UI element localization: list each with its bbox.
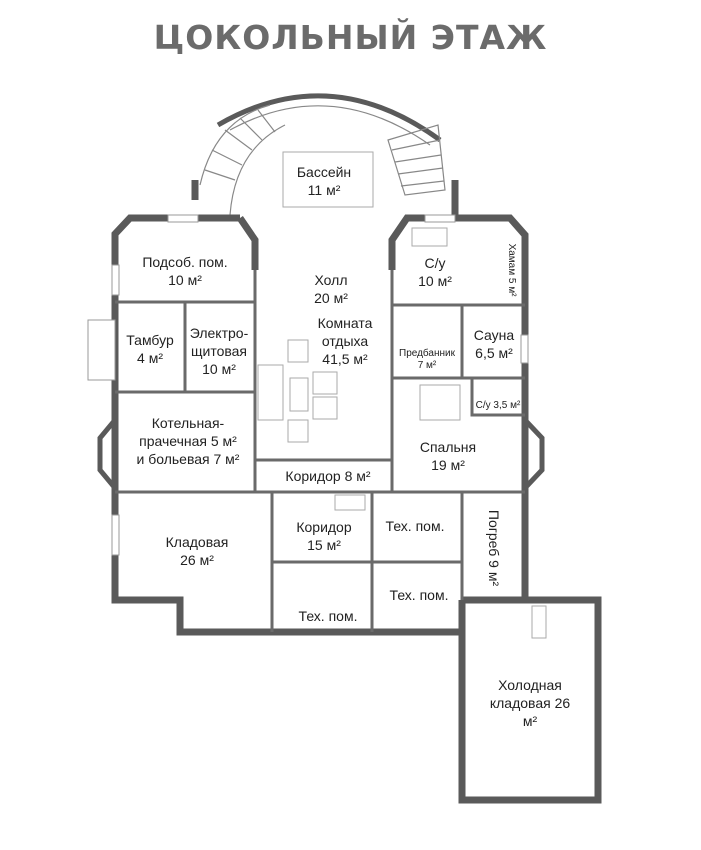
room-sauna: Сауна bbox=[474, 327, 515, 343]
room-cold-storage-line3: м² bbox=[523, 713, 538, 729]
room-corridor-15-area: 15 м² bbox=[307, 537, 341, 553]
room-hammam: Хамам 5 м² bbox=[506, 244, 517, 298]
room-anteroom: Предбанник bbox=[399, 347, 456, 359]
room-cellar: Погреб 9 м² bbox=[486, 510, 502, 587]
room-sauna-area: 6,5 м² bbox=[475, 345, 513, 361]
room-vestibule: Тамбур bbox=[126, 332, 174, 348]
room-electrical-area: 10 м² bbox=[202, 361, 236, 377]
room-pool-area: 11 м² bbox=[308, 182, 341, 198]
room-electrical: Электро- bbox=[190, 325, 249, 341]
room-hall: Холл bbox=[315, 272, 348, 288]
room-storage-area: 26 м² bbox=[180, 552, 214, 568]
room-bedroom-area: 19 м² bbox=[431, 457, 465, 473]
outer-walls bbox=[87, 214, 602, 804]
room-tech-3: Тех. пом. bbox=[390, 587, 449, 603]
interior-walls bbox=[115, 270, 525, 632]
room-anteroom-area: 7 м² bbox=[418, 360, 437, 371]
room-hall-area: 20 м² bbox=[314, 290, 348, 306]
pool-area bbox=[191, 93, 459, 215]
staircase-right bbox=[387, 124, 446, 196]
furniture bbox=[257, 227, 547, 639]
floor-title: ЦОКОЛЬНЫЙ ЭТАЖ bbox=[153, 18, 548, 57]
room-vestibule-area: 4 м² bbox=[137, 350, 163, 366]
room-bedroom: Спальня bbox=[420, 439, 476, 455]
room-tech-1: Тех. пом. bbox=[386, 518, 445, 534]
room-boiler: Котельная- bbox=[152, 415, 225, 431]
room-wc-small: С/у 3,5 м² bbox=[476, 400, 521, 411]
room-wc-area: 10 м² bbox=[418, 273, 452, 289]
room-wc: С/у bbox=[425, 255, 446, 271]
room-lounge: Комната bbox=[318, 315, 373, 331]
room-cold-storage: Холодная bbox=[498, 677, 562, 693]
room-corridor-8: Коридор 8 м² bbox=[285, 468, 370, 484]
room-boiler-line3: и больевая 7 м² bbox=[137, 451, 240, 467]
room-labels: Бассейн 11 м² Подсоб. пом. 10 м² Холл 20… bbox=[126, 164, 570, 729]
staircase-left bbox=[199, 104, 286, 216]
room-lounge-area: 41,5 м² bbox=[322, 351, 368, 367]
room-cold-storage-line2: кладовая 26 bbox=[490, 695, 571, 711]
room-utility: Подсоб. пом. bbox=[142, 254, 227, 270]
room-lounge-line2: отдыха bbox=[322, 333, 369, 349]
room-pool: Бассейн bbox=[297, 164, 351, 180]
room-corridor-15: Коридор bbox=[296, 519, 352, 535]
room-tech-2: Тех. пом. bbox=[299, 608, 358, 624]
room-utility-area: 10 м² bbox=[168, 272, 202, 288]
room-electrical-line2: щитовая bbox=[191, 343, 247, 359]
room-boiler-line2: прачечная 5 м² bbox=[139, 433, 237, 449]
room-storage: Кладовая bbox=[166, 534, 229, 550]
